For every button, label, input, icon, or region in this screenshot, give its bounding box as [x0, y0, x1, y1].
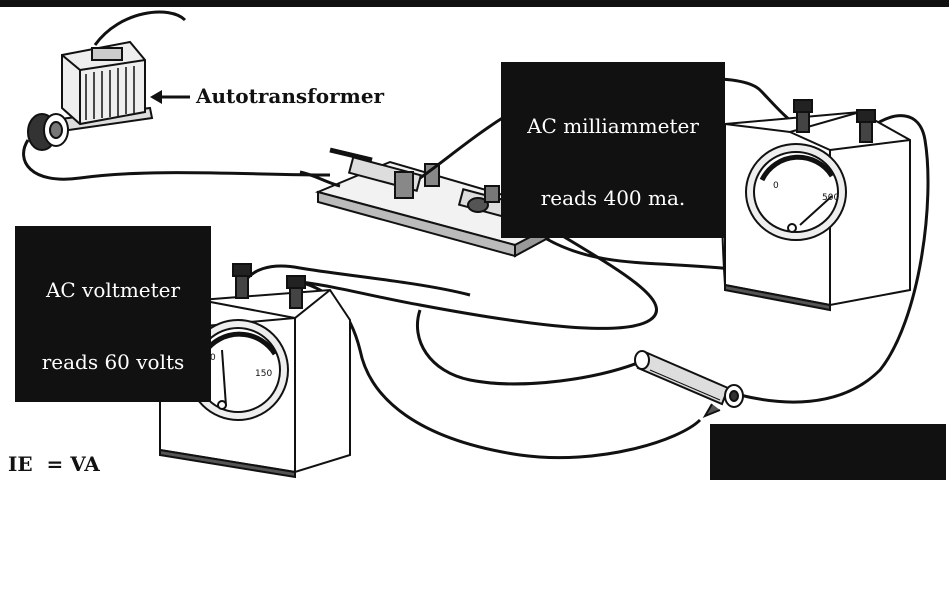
milliammeter — [722, 100, 910, 310]
autotransformer-label: Autotransformer — [196, 84, 384, 108]
voltmeter-label-line1: AC voltmeter — [25, 278, 201, 302]
resistor-label: 150-ohm, 100-watt resistor — [710, 424, 946, 480]
power-resistor — [635, 351, 743, 416]
voltmeter-label-line2: reads 60 volts — [25, 350, 201, 374]
resistor-label-line1: 150-ohm, — [720, 476, 936, 500]
voltmeter-full-mark: 150 — [255, 369, 272, 379]
power-formula: IE = VA — [8, 452, 100, 476]
milliammeter-label: AC milliammeter reads 400 ma. — [501, 62, 725, 238]
voltmeter-label: AC voltmeter reads 60 volts — [15, 226, 211, 402]
autotransformer-arrow — [150, 90, 190, 104]
top-border — [0, 0, 949, 7]
milliammeter-label-line1: AC milliammeter — [511, 114, 715, 138]
resistor-label-line2: 100-watt resistor — [720, 548, 936, 572]
milliammeter-label-line2: reads 400 ma. — [511, 186, 715, 210]
milliammeter-full-mark: 500 — [822, 193, 839, 203]
milliammeter-zero-mark: 0 — [773, 181, 779, 191]
